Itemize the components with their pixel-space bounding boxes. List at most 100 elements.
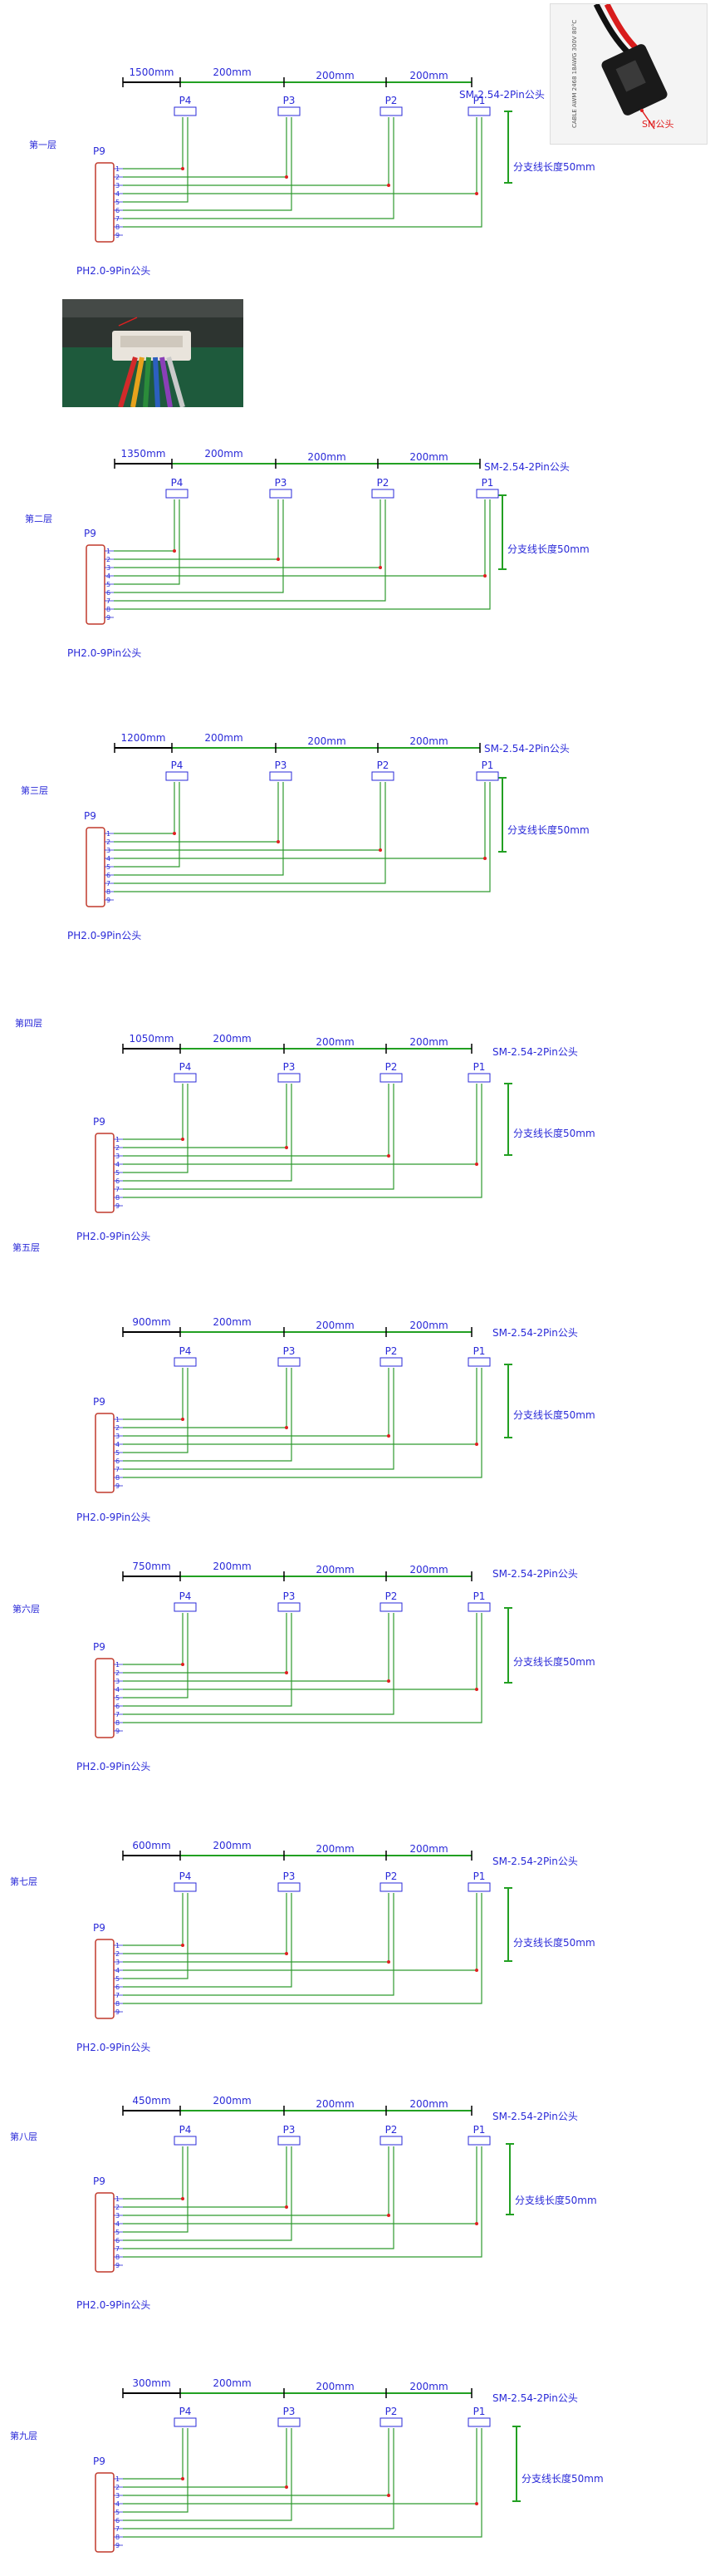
- signal-wire: [114, 782, 175, 834]
- return-wire: [123, 2146, 394, 2249]
- p9-header-label: P9: [84, 810, 96, 822]
- signal-wire: [123, 1893, 477, 1971]
- p9-pin-number: 7: [115, 1466, 120, 1473]
- p9-pin-number: 1: [115, 2475, 120, 2483]
- p9-pin-number: 5: [106, 863, 110, 871]
- signal-wire: [123, 1084, 389, 1157]
- signal-wire: [123, 117, 184, 170]
- segment-length-label: 200mm: [213, 1561, 251, 1572]
- wire-junction-dot: [277, 558, 280, 561]
- plug-p2-symbol: [379, 2136, 403, 2146]
- p9-pin-number: 6: [106, 589, 110, 597]
- p9-part-label: PH2.0-9Pin公头: [67, 930, 141, 941]
- p9-pin-number: 6: [115, 1458, 120, 1465]
- wire-junction-dot: [483, 574, 487, 578]
- p9-pin-number: 2: [115, 2484, 120, 2491]
- p9-pin-number: 7: [115, 1186, 120, 1193]
- return-wire: [123, 1084, 189, 1173]
- segment-length-label: 200mm: [213, 1316, 251, 1328]
- p9-pin-number: 4: [115, 1441, 120, 1448]
- p9-pin-number: 7: [115, 2525, 120, 2533]
- p9-header-label: P9: [93, 2456, 105, 2467]
- return-wire: [114, 499, 386, 602]
- wire-junction-dot: [277, 840, 280, 843]
- plug-p3-label: P3: [275, 760, 287, 771]
- p9-pin-number: 8: [106, 888, 110, 896]
- signal-wire: [123, 1368, 477, 1445]
- branch-length-note: 分支线长度50mm: [513, 160, 595, 173]
- return-wire: [123, 1084, 482, 1198]
- plug-p3-symbol: [277, 2136, 301, 2146]
- plug-p1-label: P1: [473, 2124, 486, 2136]
- plug-p1-label: P1: [473, 1345, 486, 1357]
- signal-wire: [123, 1084, 477, 1165]
- p9-pin-number: 3: [115, 1959, 120, 1966]
- signal-wire: [114, 499, 381, 568]
- p9-header-body: [95, 2192, 115, 2273]
- wire-junction-dot: [475, 1969, 478, 1972]
- plug-p2-symbol: [379, 1882, 403, 1892]
- plug-p4-label: P4: [179, 95, 192, 106]
- wire-junction-dot: [475, 2502, 478, 2505]
- segment-length-label: 200mm: [213, 1033, 251, 1045]
- plug-p2-label: P2: [385, 2406, 398, 2417]
- p9-pin-number: 6: [115, 2237, 120, 2244]
- return-wire: [123, 2428, 292, 2521]
- plug-p4-label: P4: [179, 2124, 192, 2136]
- layer-label: 第五层: [12, 1241, 40, 1253]
- segment-length-label: 200mm: [213, 1840, 251, 1851]
- plug-p3-symbol: [277, 1882, 301, 1892]
- segment-length-label: 200mm: [409, 1843, 448, 1855]
- p9-pin-number: 8: [106, 606, 110, 613]
- p9-pin-number: 4: [115, 2500, 120, 2508]
- layer-label: 第一层: [29, 139, 56, 150]
- signal-wire: [114, 499, 279, 560]
- p9-pin-number: 8: [115, 224, 120, 231]
- p9-pin-number: 9: [115, 1202, 120, 1210]
- plug-p3-label: P3: [283, 1871, 296, 1882]
- return-wire: [123, 1893, 482, 2004]
- wire-junction-dot: [475, 2222, 478, 2225]
- p9-header-label: P9: [84, 528, 96, 539]
- sm-plug-part-label: SM-2.54-2Pin公头: [492, 1046, 578, 1058]
- wire-junction-dot: [181, 2477, 184, 2480]
- signal-wire: [123, 2146, 184, 2200]
- layer-label: 第八层: [10, 2131, 37, 2142]
- plug-p3-symbol: [277, 2417, 301, 2427]
- plug-p4-symbol: [174, 1602, 197, 1612]
- segment-length-label: 200mm: [409, 70, 448, 81]
- lead-length-label: 300mm: [132, 2377, 170, 2389]
- plug-p3-symbol: [277, 1073, 301, 1083]
- segment-length-label: 200mm: [316, 2098, 354, 2110]
- return-wire: [114, 782, 284, 876]
- wire-junction-dot: [181, 167, 184, 170]
- plug-p1-label: P1: [473, 95, 486, 106]
- return-wire: [123, 1613, 394, 1715]
- signal-wire: [123, 1893, 389, 1963]
- segment-length-label: 200mm: [316, 2381, 354, 2392]
- p9-pin-number: 7: [115, 1711, 120, 1718]
- signal-wire: [123, 117, 477, 194]
- p9-pin-number: 2: [115, 1669, 120, 1677]
- branch-length-note: 分支线长度50mm: [513, 1936, 595, 1949]
- plug-p3-symbol: [277, 1357, 301, 1367]
- plug-p2-symbol: [379, 1602, 403, 1612]
- p9-pin-number: 3: [106, 847, 110, 854]
- plug-p1-label: P1: [473, 1590, 486, 1602]
- signal-wire: [123, 1084, 287, 1148]
- p9-pin-number: 4: [115, 1161, 120, 1168]
- plug-p3-label: P3: [283, 1590, 296, 1602]
- p9-pin-number: 4: [115, 2220, 120, 2228]
- plug-p2-label: P2: [377, 760, 389, 771]
- p9-header-label: P9: [93, 1641, 105, 1653]
- plug-p2-symbol: [371, 489, 394, 499]
- layer-label: 第四层: [15, 1017, 42, 1029]
- wire-junction-dot: [181, 1418, 184, 1421]
- p9-pin-number: 9: [115, 1482, 120, 1490]
- wire-junction-dot: [173, 832, 176, 835]
- return-wire: [123, 2428, 482, 2538]
- p9-pin-number: 1: [115, 1661, 120, 1669]
